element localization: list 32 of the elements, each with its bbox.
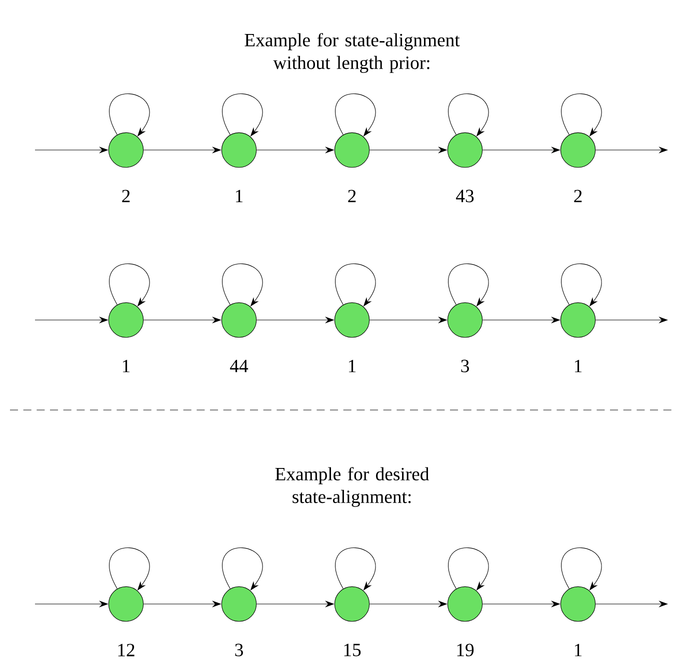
state-circle bbox=[560, 132, 596, 168]
count-label: 2 bbox=[122, 190, 130, 202]
count-label: 1 bbox=[236, 190, 243, 202]
count-label: 44 bbox=[230, 360, 248, 372]
count-label: 1 bbox=[574, 644, 582, 656]
state-circle bbox=[560, 586, 596, 622]
state-circle bbox=[221, 586, 257, 622]
state-circle bbox=[221, 302, 257, 338]
count-label: 12 bbox=[118, 644, 134, 656]
state-circle bbox=[334, 132, 370, 168]
count-label: 1 bbox=[348, 360, 356, 372]
count-label: 1 bbox=[574, 360, 582, 372]
count-label: 2 bbox=[574, 190, 582, 202]
count-label: 3 bbox=[235, 644, 243, 656]
state-circle bbox=[334, 302, 370, 338]
count-label: 15 bbox=[344, 644, 361, 656]
count-label: 1 bbox=[122, 360, 130, 372]
heading: Example for state-alignment without length prior: bbox=[244, 33, 460, 73]
state-circle bbox=[108, 586, 144, 622]
count-label: 43 bbox=[456, 190, 474, 202]
state-circle bbox=[560, 302, 596, 338]
state-circle bbox=[108, 302, 144, 338]
state-circle bbox=[447, 586, 483, 622]
state-circle bbox=[334, 586, 370, 622]
state-circle bbox=[447, 132, 483, 168]
heading: Example for desired state-alignment: bbox=[275, 467, 430, 507]
count-label: 2 bbox=[348, 190, 356, 202]
state-circle bbox=[221, 132, 257, 168]
count-label: 3 bbox=[461, 360, 469, 372]
state-circle bbox=[447, 302, 483, 338]
count-label: 19 bbox=[457, 644, 474, 656]
state-circle bbox=[108, 132, 144, 168]
